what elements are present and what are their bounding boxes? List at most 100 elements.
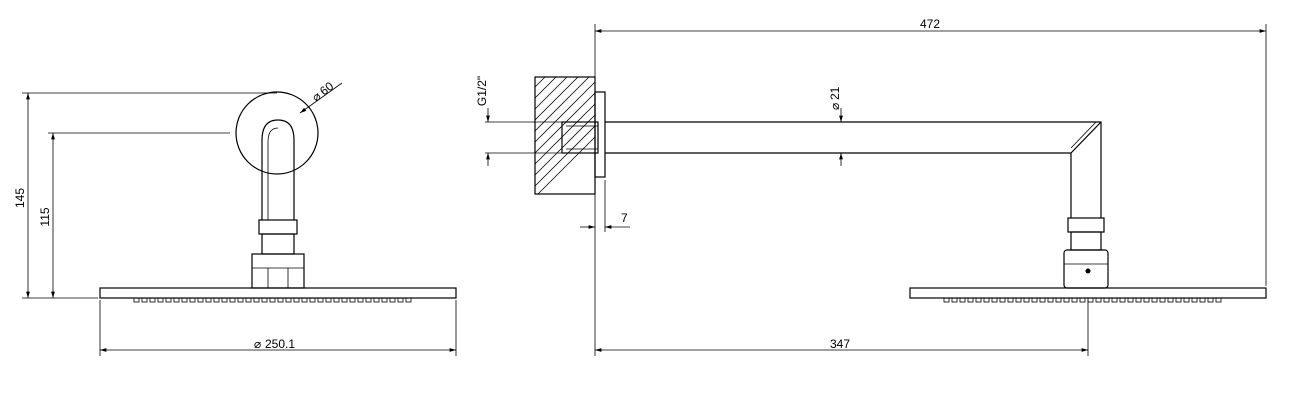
- nozzle: [349, 297, 356, 303]
- connector-top: [258, 219, 298, 235]
- nozzle: [1159, 297, 1166, 303]
- dia-symbol-head: ⌀: [254, 337, 261, 351]
- nozzle: [397, 297, 404, 303]
- nozzle: [181, 297, 188, 303]
- nozzle: [1055, 297, 1062, 303]
- hatch-line: [534, 125, 596, 187]
- side-view: 472 G1/2" ⌀ 21 7 347: [475, 17, 1267, 356]
- nozzle: [381, 297, 388, 303]
- hatch-line: [534, 103, 596, 165]
- thread-fitting: [561, 121, 599, 154]
- nozzle: [1111, 297, 1118, 303]
- nozzle: [173, 297, 180, 303]
- arm-connector: [1067, 217, 1105, 233]
- swivel-joint: [1063, 249, 1109, 289]
- nozzle-row: [133, 297, 412, 303]
- nozzle: [1015, 297, 1022, 303]
- dia-symbol-arm: ⌀: [828, 103, 842, 110]
- nozzle: [301, 297, 308, 303]
- nozzle: [1047, 297, 1054, 303]
- nozzle: [205, 297, 212, 303]
- nozzle: [1079, 297, 1086, 303]
- nozzle: [293, 297, 300, 303]
- nozzle: [1127, 297, 1134, 303]
- dim-head-diameter: 250.1: [265, 337, 295, 351]
- dim-flange-thickness: 7: [621, 211, 628, 225]
- nozzle: [197, 297, 204, 303]
- hatch-line: [534, 92, 596, 154]
- nozzle: [221, 297, 228, 303]
- connector-mid: [261, 233, 295, 255]
- nozzle: [333, 297, 340, 303]
- dim-arm-height: 115: [38, 207, 52, 226]
- nozzle: [245, 297, 252, 303]
- nozzle: [1071, 297, 1078, 303]
- nozzle: [1087, 297, 1094, 303]
- nozzle: [189, 297, 196, 303]
- nozzle: [1175, 297, 1182, 303]
- flange-circle: [235, 91, 319, 175]
- nozzle: [389, 297, 396, 303]
- nozzle: [317, 297, 324, 303]
- nozzle: [959, 297, 966, 303]
- nozzle: [165, 297, 172, 303]
- nozzle: [1007, 297, 1014, 303]
- nozzle: [975, 297, 982, 303]
- nozzle: [1023, 297, 1030, 303]
- nozzle: [1031, 297, 1038, 303]
- nozzle-row-side: [943, 297, 1222, 303]
- nozzle: [309, 297, 316, 303]
- nozzle: [285, 297, 292, 303]
- nozzle: [1143, 297, 1150, 303]
- dim-thread-size: G1/2": [475, 76, 489, 106]
- ball-joint: [251, 253, 305, 289]
- nozzle: [1215, 297, 1222, 303]
- arm-bend: [261, 119, 295, 220]
- wall-hatching: [534, 76, 596, 195]
- arm-inner: [267, 127, 279, 220]
- nozzle: [261, 297, 268, 303]
- dim-flange-diameter: 60: [317, 79, 336, 98]
- nozzle: [1135, 297, 1142, 303]
- nozzle: [991, 297, 998, 303]
- nozzle: [983, 297, 990, 303]
- nozzle: [1207, 297, 1214, 303]
- hatch-line: [534, 76, 579, 121]
- nozzle: [1095, 297, 1102, 303]
- nozzle: [1191, 297, 1198, 303]
- nozzle: [365, 297, 372, 303]
- nozzle: [1119, 297, 1126, 303]
- nozzle: [1039, 297, 1046, 303]
- shower-arm: [605, 121, 1102, 218]
- nozzle: [1151, 297, 1158, 303]
- nozzle: [141, 297, 148, 303]
- hatch-line: [537, 136, 596, 195]
- nozzle: [237, 297, 244, 303]
- nozzle: [213, 297, 220, 303]
- nozzle: [1063, 297, 1070, 303]
- nozzle: [1167, 297, 1174, 303]
- hatch-line: [534, 114, 596, 176]
- dim-reach: 347: [830, 337, 850, 351]
- nozzle: [325, 297, 332, 303]
- nozzle: [951, 297, 958, 303]
- nozzle: [341, 297, 348, 303]
- nozzle: [373, 297, 380, 303]
- nozzle: [357, 297, 364, 303]
- dim-arm-diameter: 21: [828, 86, 842, 100]
- nozzle: [1199, 297, 1206, 303]
- hatch-line: [534, 76, 546, 88]
- nozzle: [149, 297, 156, 303]
- nozzle: [1183, 297, 1190, 303]
- hatch-line: [534, 76, 557, 99]
- nozzle: [277, 297, 284, 303]
- hatch-line: [534, 81, 596, 143]
- nozzle: [1103, 297, 1110, 303]
- front-view: 145 115 ⌀ 60 ⌀ 250.1: [13, 79, 457, 356]
- nozzle: [133, 297, 140, 303]
- shower-head-plate: [99, 287, 457, 299]
- nozzle: [943, 297, 950, 303]
- nozzle: [269, 297, 276, 303]
- hatch-line: [534, 76, 568, 110]
- nozzle: [405, 297, 412, 303]
